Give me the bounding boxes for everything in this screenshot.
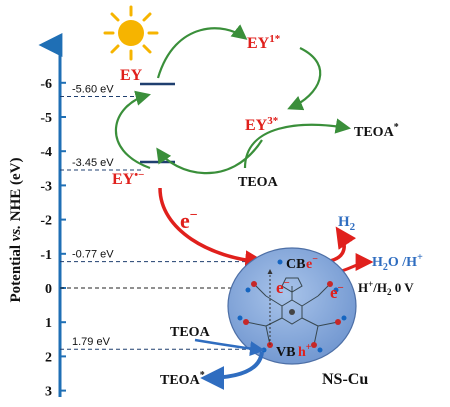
hplus-h2-label: H+/H2 0 V xyxy=(358,279,414,297)
axis-tick-label: -3 xyxy=(40,179,52,194)
hole-label: h+ xyxy=(298,342,312,360)
teoa-left-label: TEOA xyxy=(170,325,211,340)
hole-scavenging-arrow xyxy=(194,338,265,357)
electron-transfer-arrow xyxy=(158,187,267,272)
axis-tick-label: 0 xyxy=(45,282,52,297)
inner-electron-left-label: e− xyxy=(276,277,290,297)
ey1-label: EY1* xyxy=(247,33,281,52)
teoa-mid-label: TEOA xyxy=(238,175,279,190)
molecule-structure-icon xyxy=(245,277,339,346)
axis-label: Potential vs. NHE (eV) xyxy=(8,158,24,303)
teoa-oxidation-arrow xyxy=(243,118,352,169)
cb-label: CB xyxy=(286,257,305,272)
axis-tick-label: -4 xyxy=(40,145,52,160)
axis-tick-label: -5 xyxy=(40,111,52,126)
reduction-arrow xyxy=(156,139,263,175)
sun-icon xyxy=(103,5,159,61)
axis-tick-label: 3 xyxy=(45,385,52,400)
level-label-ey: -5.60 eV xyxy=(72,83,114,95)
potential-axis: -6 -5 -4 -3 -2 -1 0 1 2 3 Potential vs. NHE (eV) xyxy=(8,33,66,400)
vb-label: VB xyxy=(276,345,295,360)
catalyst-label: NS-Cu xyxy=(322,371,368,388)
return-arrow xyxy=(114,90,151,170)
h2-label: H2 xyxy=(338,214,356,233)
level-label-cb: -0.77 eV xyxy=(72,249,114,261)
axis-tick-label: 2 xyxy=(45,350,52,365)
teoa-star-top-label: TEOA* xyxy=(354,122,399,140)
axis-tick-label: 1 xyxy=(45,316,52,331)
inner-electron-right-label: e− xyxy=(330,282,344,302)
cb-electron-label: e− xyxy=(306,254,318,272)
excitation-arrow xyxy=(156,24,248,79)
ey-label: EY xyxy=(120,67,143,84)
axis-tick-label: -2 xyxy=(40,214,52,229)
ey3-label: EY3* xyxy=(245,115,279,134)
level-label-ey-minus: -3.45 eV xyxy=(72,157,114,169)
catalyst-sphere xyxy=(227,247,357,365)
ey-radical-anion-label: EY•− xyxy=(112,169,144,188)
axis-tick-label: -6 xyxy=(40,77,52,92)
teoa-star-bottom-label: TEOA* xyxy=(160,370,205,388)
level-label-vb: 1.79 eV xyxy=(72,336,111,348)
electron-label: e− xyxy=(180,208,198,233)
axis-tick-label: -1 xyxy=(40,248,52,263)
h2o-label: H2O /H+ xyxy=(372,252,423,273)
teoa-oxidized-arrow xyxy=(200,351,264,390)
isc-arrow xyxy=(287,47,322,111)
